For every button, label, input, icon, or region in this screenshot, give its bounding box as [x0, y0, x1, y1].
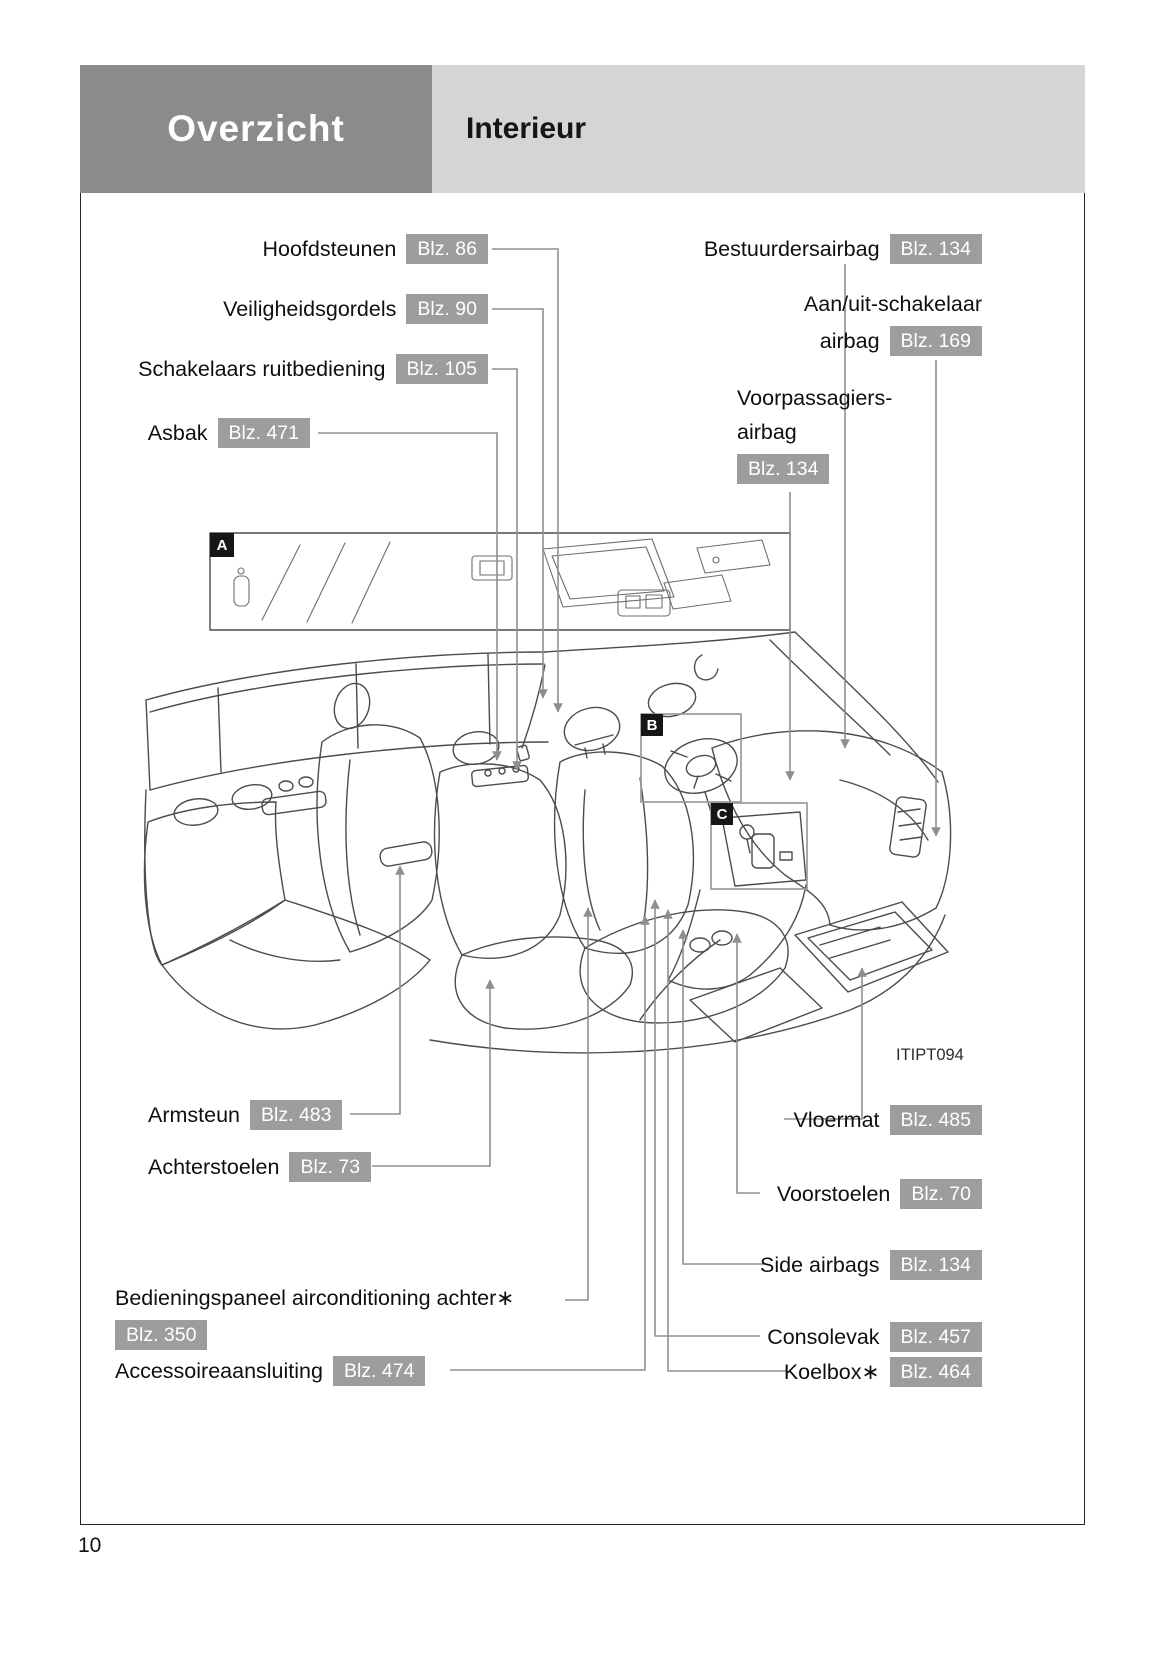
- callout-accessoireaansluiting: Accessoireaansluiting Blz. 474: [115, 1356, 426, 1386]
- marker-c-label: C: [717, 806, 728, 823]
- callout-label: Bestuurdersairbag: [703, 236, 880, 261]
- callout-achterstoelen: Achterstoelen Blz. 73: [148, 1152, 372, 1182]
- marker-b: B: [641, 714, 663, 736]
- callout-bestuurdersairbag: Bestuurdersairbag Blz. 134: [704, 234, 982, 264]
- page-ref-badge: Blz. 105: [395, 354, 488, 384]
- page-title: Interieur: [466, 112, 587, 145]
- callout-label: Achterstoelen: [148, 1154, 280, 1179]
- callout-side-airbags: Side airbags Blz. 134: [760, 1250, 982, 1280]
- marker-c: C: [711, 803, 733, 825]
- callout-asbak: Asbak Blz. 471: [148, 418, 310, 448]
- page-ref-badge: Blz. 70: [900, 1179, 982, 1209]
- callout-hoofdsteunen: Hoofdsteunen Blz. 86: [262, 234, 488, 264]
- car-interior-drawing: [143, 532, 952, 1054]
- page-ref-badge: Blz. 90: [406, 294, 488, 324]
- callout-voorpassagiersairbag: Voorpassagiers- airbag Blz. 134: [737, 386, 892, 484]
- callout-label: Consolevak: [767, 1324, 880, 1349]
- callout-bedieningspaneel-airco-achter: Bedieningspaneel airconditioning achter∗…: [115, 1286, 514, 1350]
- page-ref-badge: Blz. 483: [250, 1100, 343, 1130]
- callout-koelbox: Koelbox∗ Blz. 464: [784, 1357, 982, 1387]
- callout-label-line2: airbag: [737, 420, 797, 444]
- page-heading: Interieur: [432, 65, 1085, 193]
- callout-consolevak: Consolevak Blz. 457: [767, 1322, 982, 1352]
- callout-label: Bedieningspaneel airconditioning achter∗: [115, 1286, 515, 1310]
- page-ref-badge: Blz. 134: [889, 234, 982, 264]
- callout-label: Koelbox∗: [783, 1359, 880, 1384]
- section-title: Overzicht: [167, 108, 345, 149]
- marker-b-label: B: [647, 717, 658, 734]
- section-banner: Overzicht: [80, 65, 432, 193]
- page-ref-badge: Blz. 474: [332, 1356, 426, 1386]
- figure-code: ITIPT094: [896, 1046, 964, 1064]
- callout-label: Vloermat: [793, 1107, 880, 1132]
- page-ref-badge: Blz. 471: [217, 418, 310, 448]
- callout-label-line1: Aan/uit-schakelaar: [803, 292, 982, 316]
- callout-voorstoelen: Voorstoelen Blz. 70: [777, 1179, 982, 1209]
- page-number: 10: [78, 1534, 102, 1557]
- page-ref-badge: Blz. 350: [115, 1320, 208, 1350]
- roof-details: [233, 538, 771, 624]
- callout-label: Asbak: [147, 420, 208, 445]
- callout-vloermat: Vloermat Blz. 485: [793, 1105, 982, 1135]
- callout-aan-uit-schakelaar-airbag: Aan/uit-schakelaar airbag Blz. 169: [804, 292, 982, 356]
- page-ref-badge: Blz. 464: [889, 1357, 982, 1387]
- page-ref-badge: Blz. 134: [737, 454, 830, 484]
- callout-veiligheidsgordels: Veiligheidsgordels Blz. 90: [223, 294, 488, 324]
- detail-box-b: [640, 713, 742, 803]
- callout-label-line2: airbag: [819, 328, 880, 353]
- page-ref-badge: Blz. 457: [889, 1322, 982, 1352]
- page-ref-badge: Blz. 169: [889, 326, 982, 356]
- callout-label: Armsteun: [148, 1102, 241, 1127]
- callout-schakelaars-ruitbediening: Schakelaars ruitbediening Blz. 105: [138, 354, 488, 384]
- marker-a: A: [210, 533, 234, 557]
- callout-label-line1: Voorpassagiers-: [737, 386, 893, 410]
- leader-lines: [318, 248, 941, 1372]
- detail-box-c: [710, 802, 808, 890]
- page-ref-badge: Blz. 86: [406, 234, 488, 264]
- page-ref-badge: Blz. 134: [889, 1250, 982, 1280]
- callout-label: Veiligheidsgordels: [223, 296, 397, 321]
- callout-label: Accessoireaansluiting: [115, 1358, 323, 1383]
- callout-label: Side airbags: [760, 1252, 880, 1277]
- page-ref-badge: Blz. 485: [889, 1105, 982, 1135]
- callout-label: Hoofdsteunen: [262, 236, 397, 261]
- page-ref-badge: Blz. 73: [289, 1152, 372, 1182]
- callout-label: Schakelaars ruitbediening: [138, 356, 386, 381]
- marker-a-label: A: [217, 537, 228, 554]
- callout-armsteun: Armsteun Blz. 483: [148, 1100, 343, 1130]
- callout-label: Voorstoelen: [776, 1181, 891, 1206]
